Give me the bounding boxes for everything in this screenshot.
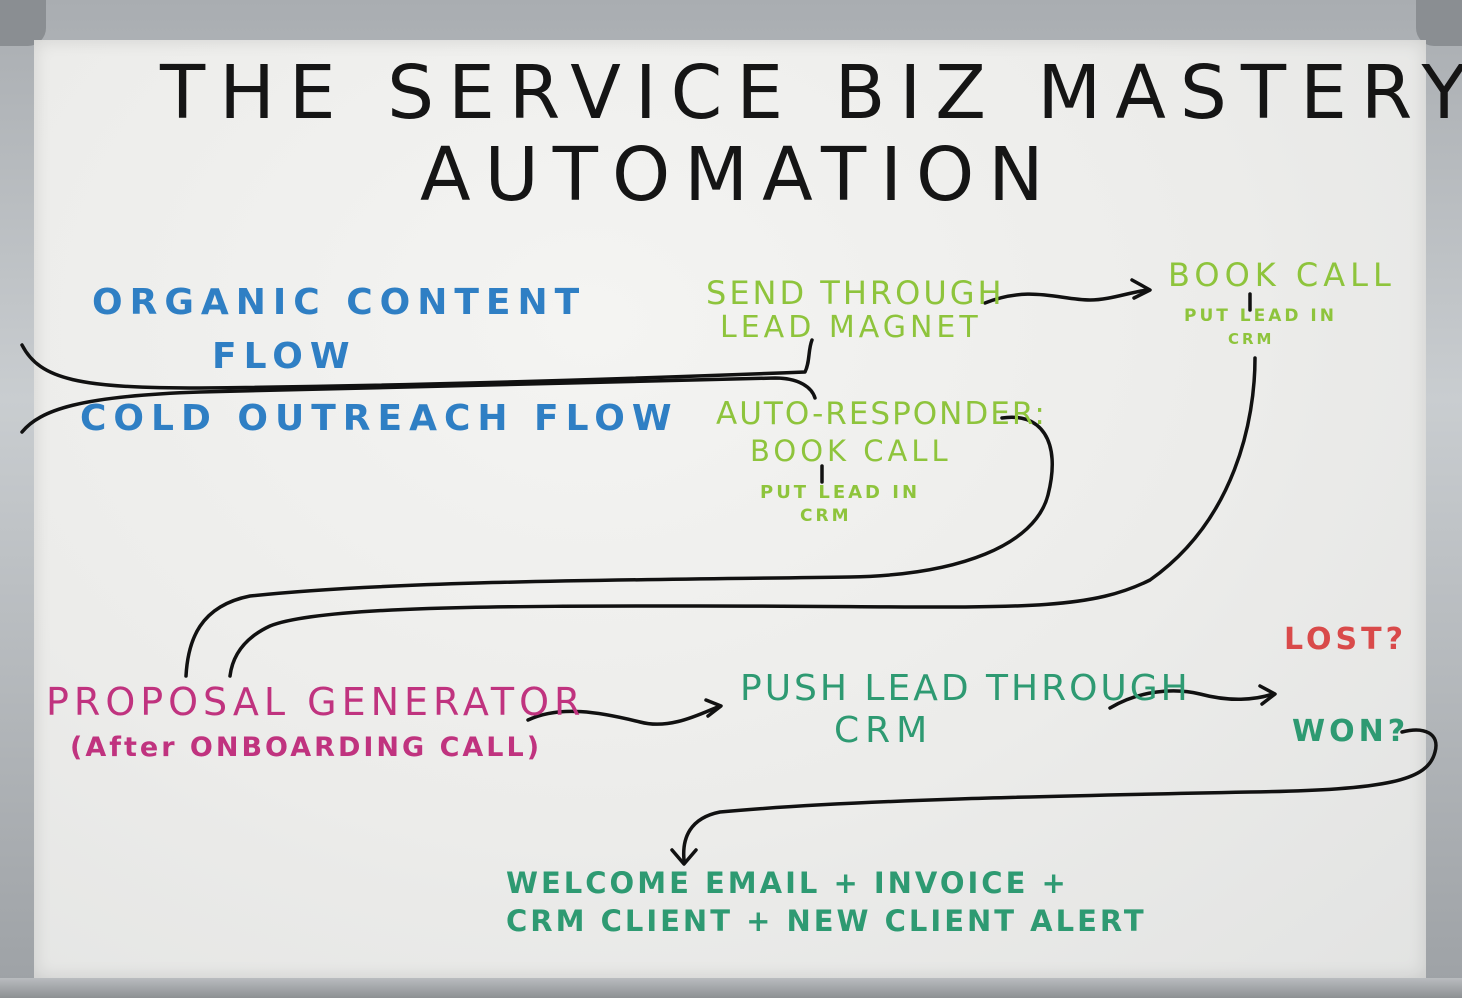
won-loop-line (681, 728, 1438, 862)
cold-flow-line (20, 376, 817, 434)
cold-outreach-label: COLD OUTREACH FLOW (80, 398, 679, 439)
book-call-crm-line1: PUT LEAD IN (1184, 306, 1337, 326)
frame-corner (0, 0, 46, 46)
autoresponder-crm-line1: PUT LEAD IN (760, 482, 921, 503)
organic-content-label: ORGANIC CONTENT (92, 282, 587, 323)
push-lead-line2: CRM (834, 710, 934, 751)
won-outcome: WON? (1292, 714, 1410, 749)
lead-magnet-arrow (983, 288, 1150, 305)
lead-magnet-arrowhead (1130, 278, 1152, 300)
whiteboard-surface (34, 40, 1426, 978)
push-lead-arrow (1108, 689, 1275, 710)
book-call-crm-line2: CRM (1228, 330, 1275, 348)
board-title-line1: THE SERVICE BIZ MASTERY (160, 50, 1462, 136)
won-loop-arrowhead (670, 848, 698, 866)
lead-magnet-line1: SEND THROUGH (706, 274, 1005, 312)
board-title-line2: AUTOMATION (420, 132, 1058, 218)
autoresponder-line (184, 415, 1054, 678)
lost-outcome: LOST? (1284, 622, 1408, 657)
lead-magnet-line2: LEAD MAGNET (720, 310, 982, 345)
proposal-arrow (526, 704, 722, 726)
frame-corner (1416, 0, 1462, 46)
organic-flow-line (20, 338, 814, 390)
book-call-label: BOOK CALL (1168, 256, 1396, 294)
push-lead-line1: PUSH LEAD THROUGH (740, 668, 1191, 709)
book-call-line (228, 356, 1257, 678)
organic-flow-label: FLOW (212, 336, 357, 377)
welcome-line2: CRM CLIENT + NEW CLIENT ALERT (506, 904, 1147, 938)
autoresponder-crm-line2: CRM (800, 506, 852, 526)
proposal-arrowhead (704, 698, 723, 718)
autoresponder-book-call: BOOK CALL (750, 434, 952, 468)
proposal-note: (After ONBOARDING CALL) (70, 732, 543, 763)
proposal-generator-label: PROPOSAL GENERATOR (46, 680, 586, 724)
welcome-line1: WELCOME EMAIL + INVOICE + (506, 866, 1069, 900)
push-lead-arrowhead (1258, 684, 1277, 706)
autoresponder-title: AUTO-RESPONDER: (716, 396, 1047, 432)
marker-tray (0, 978, 1462, 998)
